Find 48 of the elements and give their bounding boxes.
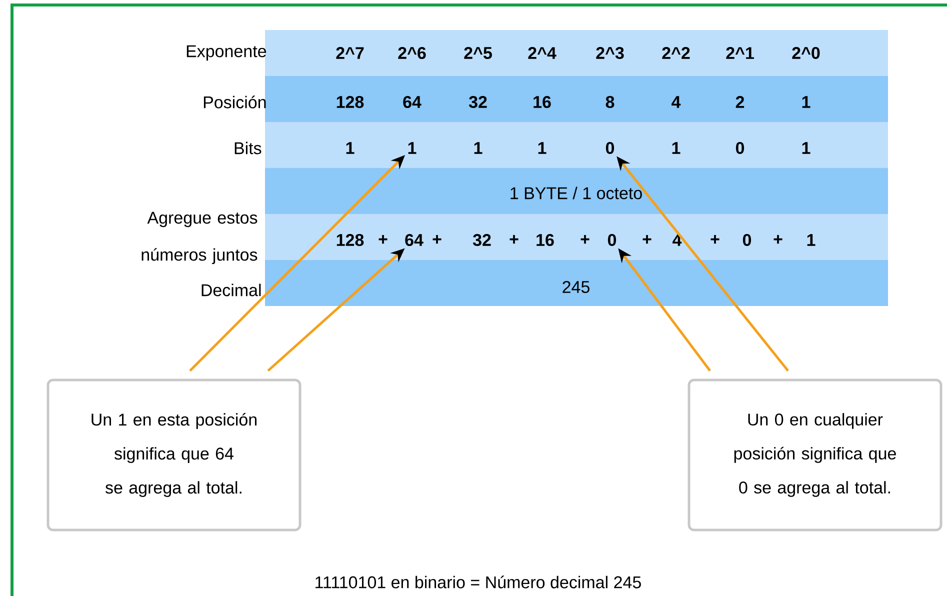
table-cell: + bbox=[710, 235, 720, 244]
caption: 11110101 en binario = Número decimal 245 bbox=[316, 576, 641, 588]
table-cell: + bbox=[774, 235, 782, 244]
table-cell: 2^2 bbox=[662, 47, 690, 59]
table-cell: + bbox=[378, 235, 388, 244]
table-cell: 2^5 bbox=[464, 46, 492, 60]
table-cell: 245 bbox=[562, 280, 590, 294]
row-header: Agregue estos números juntos bbox=[142, 212, 258, 264]
table-cell: 128 bbox=[336, 96, 364, 108]
callout-box: Un 0 en cualquier posición significa que 0 se agrega al total. bbox=[688, 378, 942, 532]
table-cell: 1 bbox=[474, 142, 482, 154]
table-cell: 2^6 bbox=[398, 46, 426, 60]
table-cell: 1 bbox=[807, 234, 816, 246]
table-cell: + bbox=[432, 235, 442, 244]
table-cell: 2^4 bbox=[528, 47, 556, 59]
table-cell: 0 bbox=[742, 234, 752, 246]
table-cell: 128 bbox=[336, 234, 364, 246]
callout-box: Un 1 en esta posición significa que 64 se agrega al total. bbox=[46, 378, 302, 532]
table-cell: 64 bbox=[405, 234, 424, 246]
table-cell: 2^0 bbox=[792, 46, 820, 60]
table-cell: 1 bbox=[802, 142, 810, 154]
table-cell: 8 bbox=[606, 96, 614, 108]
table-cell: 1 bbox=[538, 142, 546, 154]
row-header: Exponente bbox=[186, 45, 266, 61]
table-cell: + bbox=[642, 235, 652, 244]
table-cell: 2^7 bbox=[336, 47, 364, 59]
table-cell: 2^1 bbox=[726, 47, 754, 59]
table-cell: 1 bbox=[672, 142, 680, 154]
row-header: Posición bbox=[204, 96, 266, 108]
table-cell: 1 bbox=[408, 142, 416, 154]
row-header: Bits bbox=[234, 142, 262, 154]
table-cell: 16 bbox=[534, 96, 551, 108]
table-cell: 0 bbox=[606, 142, 614, 154]
table-cell: 4 bbox=[672, 96, 681, 108]
table-cell: 1 BYTE / 1 octeto bbox=[510, 186, 642, 200]
table-cell: 0 bbox=[608, 234, 616, 246]
table-cell: 0 bbox=[736, 142, 744, 154]
table-cell: + bbox=[510, 235, 518, 244]
table-cell: 2 bbox=[736, 96, 744, 108]
table-cell: 32 bbox=[472, 234, 491, 246]
table-cell: 16 bbox=[536, 234, 554, 246]
table-cell: 64 bbox=[403, 96, 422, 108]
row-header: Decimal bbox=[202, 284, 261, 296]
table-cell: 1 bbox=[346, 142, 354, 154]
table-cell: 2^3 bbox=[596, 46, 624, 60]
table-cell: 32 bbox=[468, 96, 487, 108]
table-cell: 1 bbox=[802, 96, 810, 108]
table-cell: + bbox=[580, 235, 590, 244]
